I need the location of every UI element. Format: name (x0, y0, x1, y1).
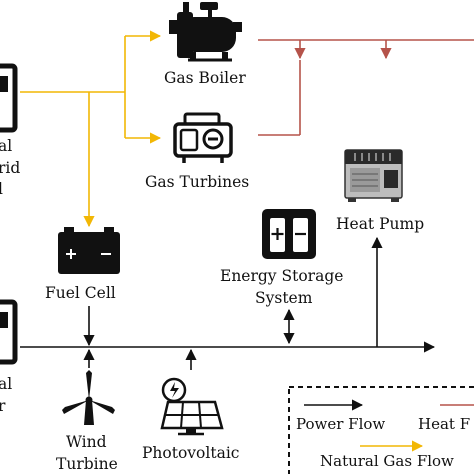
left-bottom-label-2: r (0, 397, 6, 415)
wind-turbine-icon (62, 370, 115, 425)
gas-boiler-label: Gas Boiler (164, 69, 246, 87)
natural-gas-grid-icon (0, 63, 18, 133)
gas-flow-lines (20, 30, 162, 228)
left-top-label-1: al (0, 137, 12, 155)
left-top-label-3: l (0, 180, 3, 198)
power-grid-icon (0, 299, 18, 365)
legend-power-flow: Power Flow (296, 415, 385, 433)
energy-storage-label: Energy Storage (220, 267, 343, 285)
heat-pump-label: Heat Pump (336, 215, 424, 233)
energy-storage-system-label: System (255, 289, 313, 307)
wind-label: Wind (66, 433, 107, 451)
gas-turbine-icon (173, 112, 233, 163)
heat-pump-icon (344, 149, 403, 202)
legend: Power Flow Heat F Natural Gas Flow (288, 386, 474, 474)
fuel-cell-label: Fuel Cell (45, 284, 116, 302)
energy-storage-icon (262, 209, 316, 259)
gas-boiler-icon (169, 2, 242, 62)
left-bottom-label-1: al (0, 375, 12, 393)
left-top-label-2: rid (0, 159, 20, 177)
legend-heat-flow: Heat F (418, 415, 470, 433)
power-bus (20, 236, 436, 370)
solar-panel-icon (160, 377, 224, 436)
turbine-label: Turbine (56, 455, 118, 473)
heat-flow-lines (258, 39, 474, 136)
gas-turbines-label: Gas Turbines (145, 173, 249, 191)
battery-icon (58, 227, 120, 274)
photovoltaic-label: Photovoltaic (142, 444, 239, 462)
legend-gas-flow: Natural Gas Flow (320, 452, 454, 470)
